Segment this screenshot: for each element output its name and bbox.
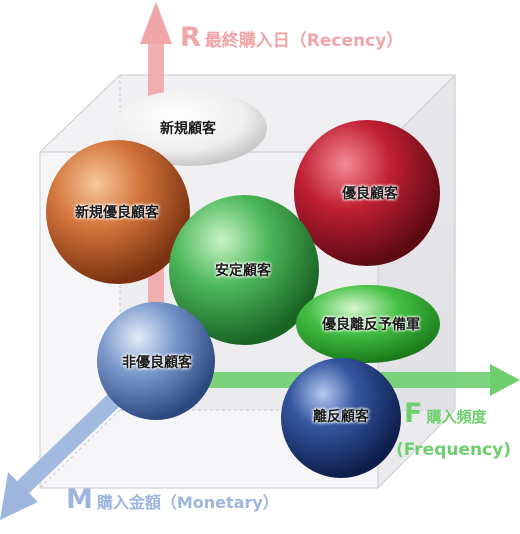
new-good-customer-sphere <box>46 140 190 284</box>
churned-customer-sphere <box>281 358 401 478</box>
frequency-axis-arrowhead <box>490 364 520 396</box>
new-customer-label: 新規顧客 <box>160 121 216 137</box>
frequency-axis-text: 購入頻度 <box>426 408 487 426</box>
frequency-axis-letter: F <box>404 398 423 429</box>
non-good-customer-label: 非優良顧客 <box>122 355 192 371</box>
recency-axis-letter: R <box>180 22 201 53</box>
churned-customer-label: 離反顧客 <box>313 409 369 425</box>
good-customer-sphere <box>294 120 440 266</box>
monetary-axis-text: 購入金額（Monetary） <box>96 493 279 512</box>
recency-axis-text: 最終購入日（Recency） <box>204 31 404 51</box>
stable-customer-sphere <box>169 195 319 345</box>
leaving-risk-sphere <box>296 285 440 363</box>
monetary-axis-shaft <box>10 392 122 500</box>
new-customer-sphere <box>113 90 267 166</box>
stable-customer-label: 安定顧客 <box>215 263 271 279</box>
monetary-axis-letter: M <box>66 484 93 515</box>
non-good-customer-sphere <box>97 302 215 420</box>
leaving-risk-label: 優良離反予備軍 <box>322 317 420 333</box>
monetary-axis-arrowhead <box>0 472 38 520</box>
frequency-axis-subtitle: (Frequency) <box>396 440 512 460</box>
recency-axis-arrowhead <box>140 2 172 44</box>
good-customer-label: 優良顧客 <box>342 186 398 202</box>
new-good-customer-label: 新規優良顧客 <box>75 205 159 221</box>
